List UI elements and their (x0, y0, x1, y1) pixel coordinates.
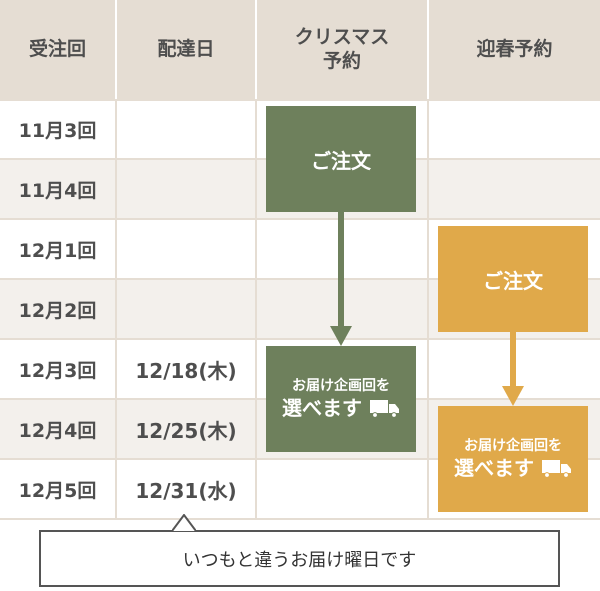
truck-icon (370, 398, 400, 418)
newyear-select-line1: お届け企画回を (464, 437, 562, 454)
order-round-label: 12月5回 (18, 479, 97, 502)
christmas-select-line2: 選べます (282, 396, 362, 421)
header-delivery-date: 配達日 (117, 0, 255, 99)
order-round-cell: 12月2回 (0, 280, 115, 338)
order-round-label: 12月4回 (18, 419, 97, 442)
newyear-flow-arrow (510, 332, 516, 386)
header-divider (427, 0, 429, 99)
row-divider (0, 458, 600, 460)
callout-note: いつもと違うお届け曜日です (39, 530, 560, 587)
delivery-date-label: 12/25(木) (135, 418, 237, 443)
order-round-label: 11月3回 (18, 120, 97, 142)
truck-icon (542, 458, 572, 478)
christmas-order-label: ご注文 (311, 148, 371, 173)
christmas-select-delivery-box: お届け企画回を 選べます (266, 346, 416, 452)
callout-text: いつもと違うお届け曜日です (182, 549, 417, 571)
delivery-date-cell: 12/18(木) (117, 340, 255, 398)
header-divider (255, 0, 257, 99)
arrow-down-icon (330, 326, 352, 346)
delivery-date-cell: 12/31(水) (117, 460, 255, 518)
delivery-date-label: 12/18(木) (135, 358, 237, 383)
order-round-cell: 12月5回 (0, 460, 115, 518)
header-christmas-label-line2: 予約 (322, 49, 361, 72)
christmas-select-line1: お届け企画回を (292, 377, 390, 394)
christmas-flow-arrow (338, 212, 344, 326)
header-christmas-label-line1: クリスマス (294, 25, 390, 48)
delivery-date-cell: 12/25(木) (117, 400, 255, 458)
header-divider (115, 0, 117, 99)
order-round-cell: 12月3回 (0, 340, 115, 398)
row-divider (0, 518, 600, 520)
order-round-label: 12月1回 (18, 239, 97, 262)
newyear-select-delivery-box: お届け企画回を 選べます (438, 406, 588, 512)
order-round-label: 11月4回 (18, 179, 97, 202)
header-christmas-reservation: クリスマス 予約 (257, 0, 427, 99)
order-round-label: 12月2回 (18, 299, 97, 322)
row-divider (0, 278, 600, 280)
header-newyear-reservation: 迎春予約 (429, 0, 600, 99)
header-order-round: 受注回 (0, 0, 115, 99)
callout-pointer (172, 514, 196, 532)
christmas-order-box: ご注文 (266, 106, 416, 212)
row-divider (0, 99, 600, 101)
order-round-cell: 12月1回 (0, 220, 115, 278)
column-divider (255, 99, 257, 520)
header-order-round-label: 受注回 (28, 37, 86, 60)
newyear-select-line2: 選べます (454, 456, 534, 481)
row-divider (0, 218, 600, 220)
arrow-down-icon (502, 386, 524, 406)
column-divider (115, 99, 117, 520)
order-round-label: 12月3回 (18, 359, 97, 382)
order-round-cell: 11月4回 (0, 160, 115, 218)
order-round-cell: 12月4回 (0, 400, 115, 458)
newyear-order-label: ご注文 (483, 268, 543, 293)
row-divider (0, 338, 600, 340)
newyear-order-box: ご注文 (438, 226, 588, 332)
header-delivery-date-label: 配達日 (157, 37, 215, 60)
header-newyear-label: 迎春予約 (476, 37, 553, 60)
column-divider (427, 99, 429, 520)
delivery-date-label: 12/31(水) (135, 478, 237, 503)
order-round-cell: 11月3回 (0, 101, 115, 158)
